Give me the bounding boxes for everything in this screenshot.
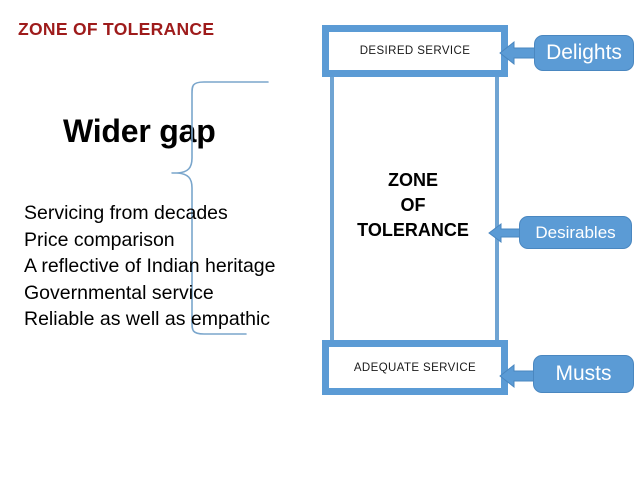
list-item: Reliable as well as empathic bbox=[24, 308, 271, 330]
desired-service-box: DESIRED SERVICE bbox=[322, 25, 508, 77]
list-item: Price comparison bbox=[24, 228, 175, 251]
callout-musts[interactable]: Musts bbox=[533, 355, 634, 393]
attribute-list: Servicing from decades Price comparison … bbox=[24, 200, 344, 333]
arrow-left-icon bbox=[499, 363, 537, 389]
zone-line-3: TOLERANCE bbox=[357, 220, 469, 240]
adequate-service-box: ADEQUATE SERVICE bbox=[322, 340, 508, 395]
page-title: ZONE OF TOLERANCE bbox=[18, 19, 215, 39]
tolerance-band-right-rail bbox=[495, 77, 499, 341]
list-item: A reflective of Indian heritage bbox=[24, 255, 276, 277]
list-item: Governmental service bbox=[24, 281, 214, 304]
adequate-service-label: ADEQUATE SERVICE bbox=[353, 361, 477, 374]
zone-line-1: ZONE bbox=[387, 170, 438, 190]
zone-of-tolerance-label: ZONE OF TOLERANCE bbox=[334, 168, 492, 243]
callout-desirables[interactable]: Desirables bbox=[519, 216, 632, 249]
desired-service-label: DESIRED SERVICE bbox=[359, 45, 471, 57]
list-item: Servicing from decades bbox=[24, 202, 228, 224]
curly-brace-icon bbox=[171, 80, 269, 338]
arrow-left-icon bbox=[488, 222, 522, 244]
zone-line-2: OF bbox=[400, 195, 426, 215]
tolerance-band-left-rail bbox=[330, 77, 334, 341]
callout-delights[interactable]: Delights bbox=[534, 35, 634, 71]
arrow-left-icon bbox=[499, 40, 537, 66]
wider-gap-heading: Wider gap bbox=[63, 113, 216, 149]
